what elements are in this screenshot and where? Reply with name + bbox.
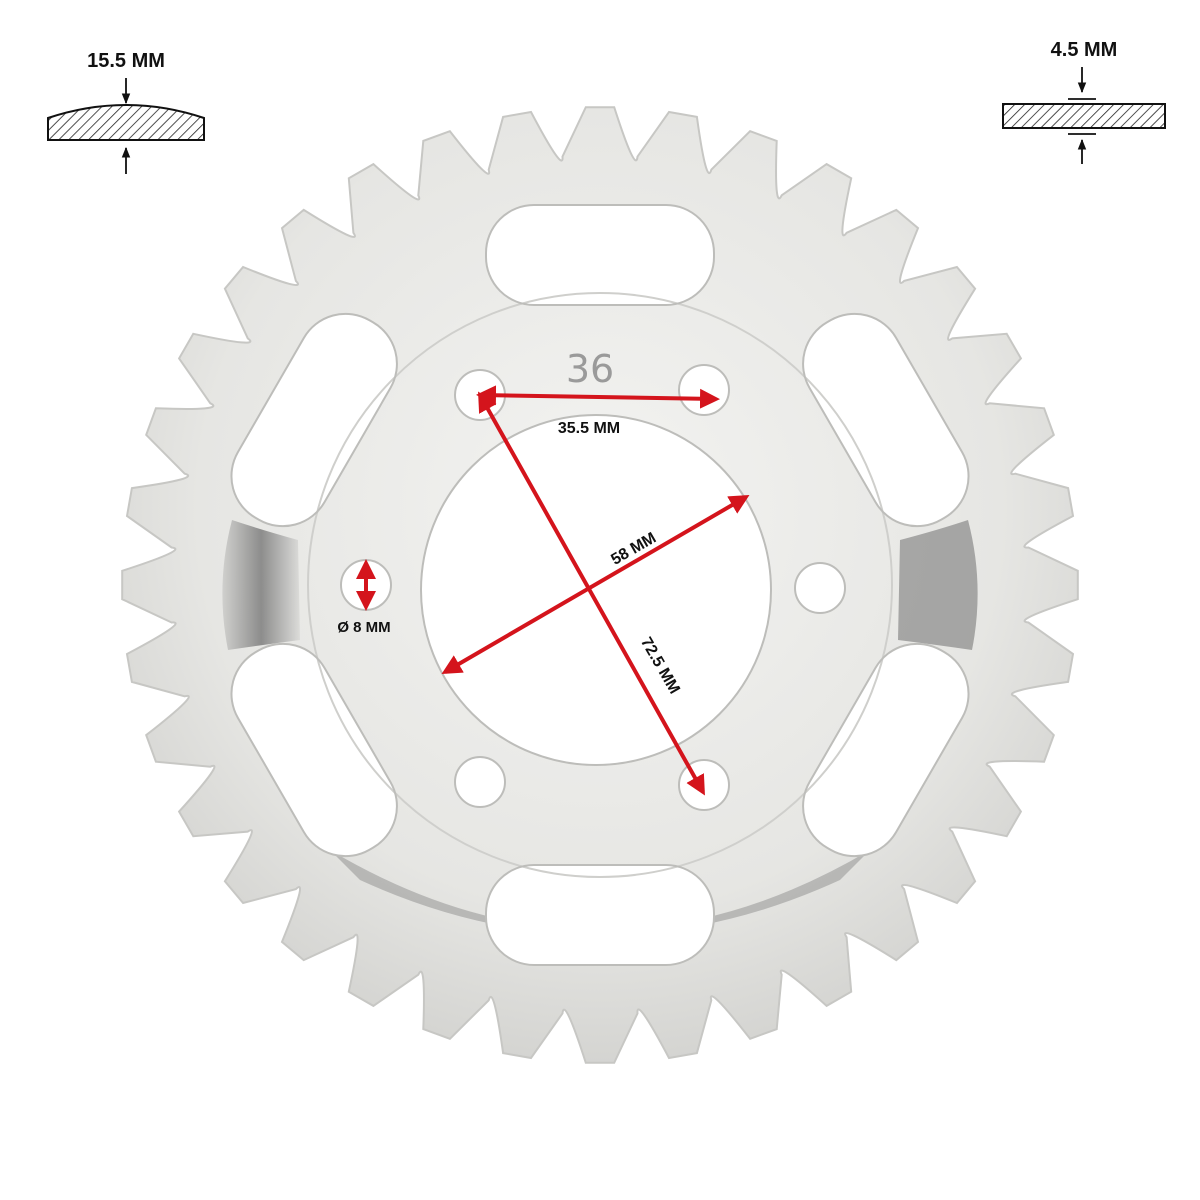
lightening-slot — [230, 312, 398, 528]
bolt-circle-arrow — [478, 391, 705, 796]
sprocket: 36 — [121, 106, 1079, 1064]
right-shadow-band — [898, 520, 978, 650]
lightening-slot — [230, 642, 398, 858]
lightening-slot — [802, 312, 970, 528]
bolt-spacing-label: 35.5 MM — [558, 420, 620, 437]
lightening-slot — [485, 864, 715, 966]
bottom-shadow-band — [330, 850, 870, 935]
profile-right-section — [1002, 103, 1166, 129]
profile-left: 15.5 MM — [47, 50, 205, 174]
hole-diameter-label: Ø 8 MM — [337, 619, 390, 636]
profile-left-section — [47, 104, 205, 141]
left-shadow-band — [222, 520, 300, 650]
lightening-slot — [485, 204, 715, 306]
profile-right: 4.5 MM — [1002, 39, 1166, 164]
stamp-number: 36 — [566, 347, 614, 391]
bolt-hole — [794, 562, 846, 614]
profile-left-label: 15.5 MM — [87, 50, 165, 72]
dimension-arrows — [356, 385, 750, 796]
profile-right-label: 4.5 MM — [1051, 39, 1118, 61]
hub-ring — [307, 292, 893, 878]
lightening-slot — [802, 642, 970, 858]
